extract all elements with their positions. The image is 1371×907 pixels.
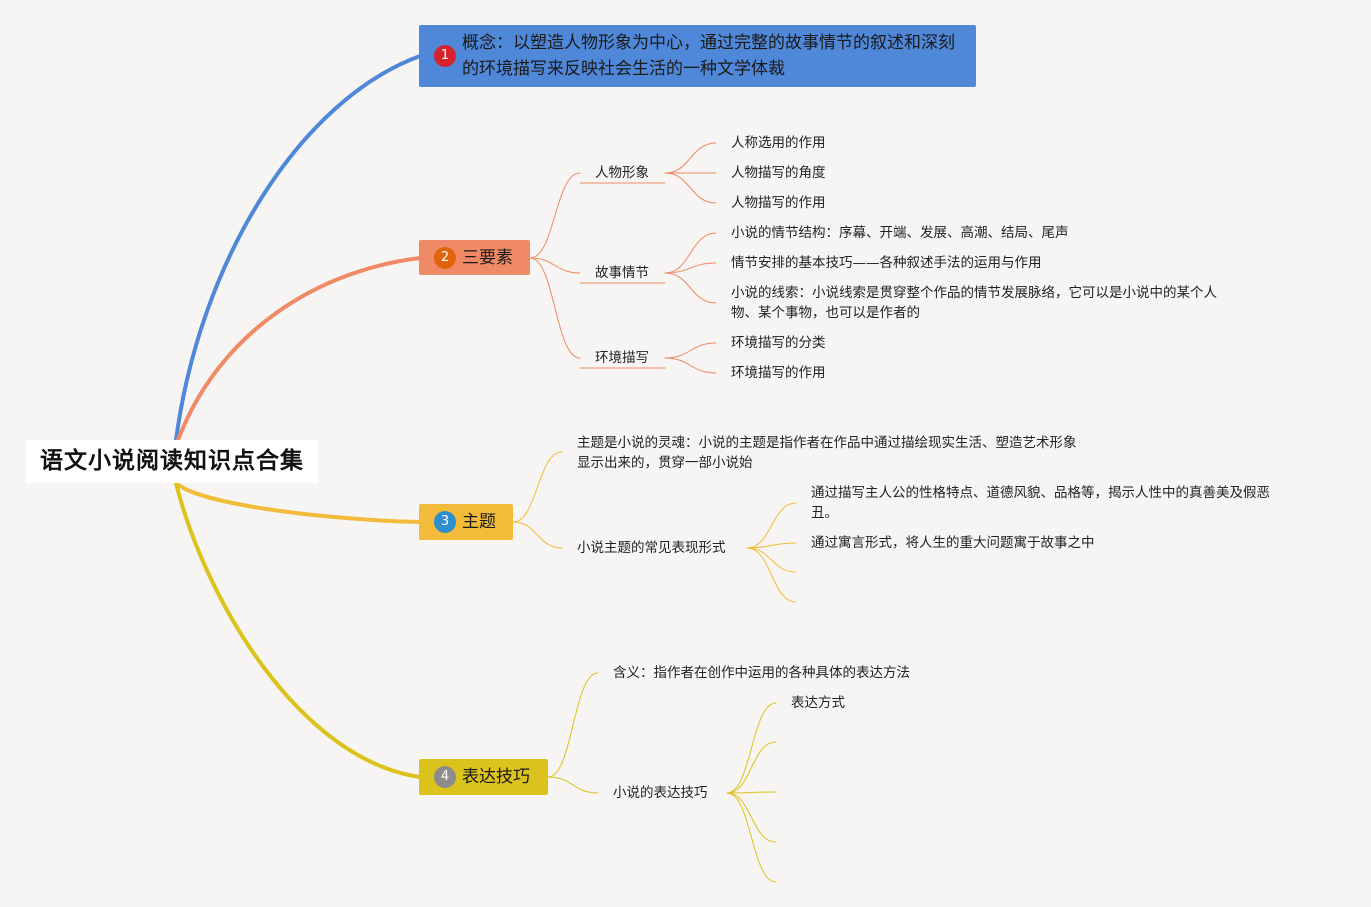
branch-3-label: 主题 <box>462 512 496 532</box>
leaf-plot-3[interactable]: 小说的线索：小说线索是贯穿整个作品的情节发展脉络，它可以是小说中的某个人物、某个… <box>731 285 1217 321</box>
leaf-character-2[interactable]: 人物描写的角度 <box>731 165 826 181</box>
branch-2-three-elements[interactable]: 2 三要素 <box>419 240 530 275</box>
link-b2-environment <box>529 257 581 359</box>
subtopic-expression-techniques[interactable]: 小说的表达技巧 <box>613 785 708 801</box>
link-b3-soul <box>512 451 563 523</box>
branch-2-label: 三要素 <box>462 247 513 268</box>
subtopic-character[interactable]: 人物形象 <box>595 165 649 181</box>
leaf-expression-mode[interactable]: 表达方式 <box>791 695 845 711</box>
subtopic-environment[interactable]: 环境描写 <box>595 350 649 366</box>
subtopic-theme-soul[interactable]: 主题是小说的灵魂：小说的主题是指作者在作品中通过描绘现实生活、塑造艺术形象显示出… <box>577 435 1077 471</box>
link-environment-leaf-1 <box>664 342 717 359</box>
leaf-theme-form-2[interactable]: 通过寓言形式，将人生的重大问题寓于故事之中 <box>811 535 1095 551</box>
link-character-leaf-3 <box>664 172 717 204</box>
link-b2-character <box>529 172 581 259</box>
number-badge-4: 4 <box>434 766 456 788</box>
link-character-leaf-1 <box>664 142 717 174</box>
root-topic[interactable]: 语文小说阅读知识点合集 <box>26 440 318 483</box>
link-techniques-leaf-4 <box>726 792 777 843</box>
leaf-character-1[interactable]: 人称选用的作用 <box>731 135 826 151</box>
number-badge-2: 2 <box>434 246 456 269</box>
link-techniques-leaf-1 <box>726 702 777 794</box>
link-root-branch-1 <box>174 54 422 442</box>
leaf-theme-form-1[interactable]: 通过描写主人公的性格特点、道德风貌、品格等，揭示人性中的真善美及假恶丑。 <box>811 485 1270 521</box>
branch-1-label: 概念：以塑造人物形象为中心，通过完整的故事情节的叙述和深刻的环境描写来反映社会生… <box>462 33 955 79</box>
branch-4-expression-skills[interactable]: 4 表达技巧 <box>419 759 548 795</box>
link-plot-leaf-2 <box>664 262 717 274</box>
link-root-branch-4 <box>174 481 422 779</box>
link-b3-forms <box>512 521 563 549</box>
leaf-plot-2[interactable]: 情节安排的基本技巧——各种叙述手法的运用与作用 <box>731 255 1042 271</box>
number-badge-3: 3 <box>434 511 456 533</box>
link-forms-leaf-3 <box>746 547 797 573</box>
leaf-plot-1[interactable]: 小说的情节结构：序幕、开端、发展、高潮、结局、尾声 <box>731 225 1069 241</box>
link-b4-meaning <box>547 672 599 778</box>
leaf-environment-1[interactable]: 环境描写的分类 <box>731 335 826 351</box>
link-forms-leaf-2 <box>746 542 797 549</box>
branch-1-concept[interactable]: 1 概念：以塑造人物形象为中心，通过完整的故事情节的叙述和深刻的环境描写来反映社… <box>419 25 976 87</box>
link-b2-plot <box>529 257 581 274</box>
branch-3-theme[interactable]: 3 主题 <box>419 504 513 540</box>
number-badge-1: 1 <box>434 45 456 67</box>
link-techniques-leaf-2 <box>726 741 777 794</box>
subtopic-plot[interactable]: 故事情节 <box>595 265 649 281</box>
leaf-character-3[interactable]: 人物描写的作用 <box>731 195 826 211</box>
link-plot-leaf-1 <box>664 232 717 274</box>
link-plot-leaf-3 <box>664 272 717 304</box>
link-forms-leaf-1 <box>746 502 797 549</box>
link-techniques-leaf-5 <box>726 792 777 883</box>
link-root-branch-2 <box>176 256 422 442</box>
branch-4-label: 表达技巧 <box>462 767 530 787</box>
link-forms-leaf-4 <box>746 547 797 603</box>
link-root-branch-3 <box>174 481 422 524</box>
link-b4-techniques <box>547 776 599 794</box>
link-environment-leaf-2 <box>664 357 717 374</box>
subtopic-expression-meaning[interactable]: 含义：指作者在创作中运用的各种具体的表达方法 <box>613 665 910 681</box>
link-techniques-leaf-3 <box>726 791 777 794</box>
leaf-environment-2[interactable]: 环境描写的作用 <box>731 365 826 381</box>
subtopic-theme-forms[interactable]: 小说主题的常见表现形式 <box>577 540 726 556</box>
